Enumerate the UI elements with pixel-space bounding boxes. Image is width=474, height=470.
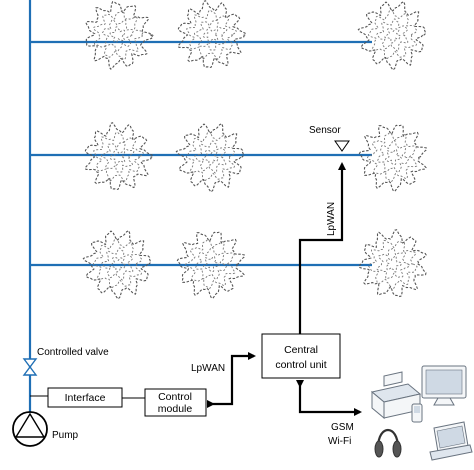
headset-icon bbox=[374, 429, 402, 458]
central-unit-line2: control unit bbox=[275, 359, 326, 371]
plant-ring bbox=[101, 247, 134, 281]
gsm-wifi-link bbox=[296, 380, 362, 416]
lpwan-horizontal-label: LpWAN bbox=[191, 363, 225, 374]
pump-label: Pump bbox=[52, 430, 79, 441]
plant-ring bbox=[85, 1, 155, 70]
plant-ring bbox=[193, 19, 228, 51]
plant-r1-c2 bbox=[177, 0, 247, 68]
plant-r1-c3 bbox=[357, 0, 427, 71]
plant-ring bbox=[358, 229, 427, 298]
plant-ring bbox=[202, 150, 219, 166]
plant-ring bbox=[177, 0, 247, 68]
plant-ring bbox=[203, 255, 220, 273]
sensor-label: Sensor bbox=[309, 125, 341, 136]
plant-r3-c3 bbox=[358, 229, 427, 298]
interface-label: Interface bbox=[65, 392, 106, 404]
plant-ring bbox=[376, 18, 409, 52]
plant-ring bbox=[185, 239, 236, 289]
plant-ring bbox=[186, 9, 237, 60]
printer-icon bbox=[370, 371, 422, 420]
control-module-box bbox=[144, 388, 207, 417]
plant-ring bbox=[84, 122, 154, 190]
plant-ring bbox=[109, 26, 126, 43]
plant-r2-c1 bbox=[84, 122, 154, 190]
plant-ring bbox=[367, 132, 418, 182]
plant-r3-c2 bbox=[176, 231, 246, 300]
plant-ring bbox=[385, 148, 402, 166]
laptop-icon bbox=[429, 421, 473, 461]
lpwan-link-module bbox=[207, 352, 256, 408]
controlled-valve-label: Controlled valve bbox=[37, 347, 109, 358]
sensor bbox=[334, 140, 350, 152]
control-module-line1: Control bbox=[158, 391, 192, 403]
plant-ring bbox=[100, 141, 135, 173]
gsm-label: GSM bbox=[331, 422, 354, 433]
lpwan-link-sensor bbox=[296, 162, 346, 340]
plant-ring bbox=[377, 139, 409, 173]
pump-icon bbox=[12, 411, 48, 447]
plant-ring bbox=[102, 19, 134, 53]
plant-ring bbox=[109, 148, 126, 166]
plant-field bbox=[82, 0, 428, 300]
central-unit-line1: Central bbox=[284, 344, 318, 356]
wifi-label: Wi-Fi bbox=[328, 436, 351, 447]
plant-r1-c1 bbox=[85, 1, 155, 70]
plant-ring bbox=[195, 246, 227, 280]
controlled-valve-icon bbox=[22, 358, 38, 376]
plant-ring bbox=[93, 131, 144, 182]
plant-ring bbox=[384, 28, 401, 44]
plant-ring bbox=[176, 231, 246, 300]
plant-ring bbox=[357, 0, 427, 71]
plant-r2-c2 bbox=[175, 122, 245, 193]
plant-ring bbox=[367, 239, 418, 290]
plant-ring bbox=[92, 10, 144, 61]
plant-ring bbox=[175, 122, 245, 193]
lpwan-vertical-label: LpWAN bbox=[326, 202, 337, 236]
plant-ring bbox=[376, 247, 411, 280]
plant-ring bbox=[202, 26, 219, 44]
plant-ring bbox=[92, 237, 143, 289]
plant-ring bbox=[358, 124, 428, 193]
plant-ring bbox=[109, 257, 126, 273]
plant-ring bbox=[386, 255, 402, 273]
plant-r2-c3 bbox=[358, 124, 428, 193]
phone-icon bbox=[411, 403, 423, 423]
plant-ring bbox=[367, 8, 418, 60]
control-module-line2: module bbox=[158, 403, 193, 415]
plant-ring bbox=[185, 130, 236, 182]
plant-ring bbox=[82, 229, 152, 300]
plant-ring bbox=[194, 140, 227, 174]
central-control-unit bbox=[261, 333, 341, 379]
monitor-icon bbox=[421, 365, 467, 406]
plant-r3-c1 bbox=[82, 229, 152, 300]
